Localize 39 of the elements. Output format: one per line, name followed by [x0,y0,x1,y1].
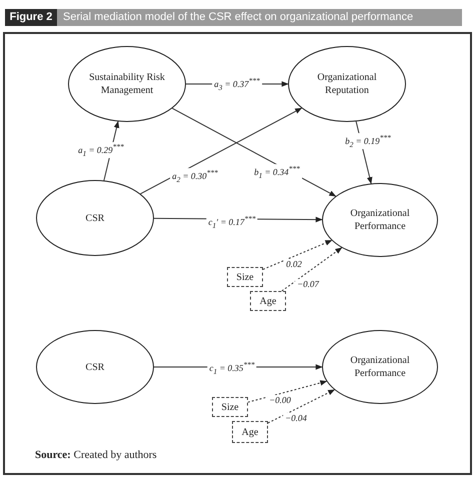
node-label: Organizational Performance [349,207,411,233]
construct-ellipse [36,180,154,256]
edge-label: a$_{2}$ = 0.30$^{***}$ [170,168,220,184]
dotted-arrow [262,240,332,270]
dotted-arrow [281,247,342,292]
edge-label: c$_{1}$ = 0.35$^{***}$ [207,360,257,376]
node-label: CSR [86,360,104,374]
figure-label: Figure 2 [5,9,57,26]
dotted-arrow [248,380,328,403]
node-label: Organizational Reputation [316,71,378,97]
edge-label: c$_{1}$′ = 0.17$^{***}$ [206,214,258,230]
control-variable-box [212,397,248,417]
source-note: Source: Created by authors [35,449,157,461]
edge-label: 0.02 [284,259,304,269]
node-label: CSR [86,212,104,224]
node-label: Age [242,426,258,438]
title-bar: Serial mediation model of the CSR effect on organizational performance [57,9,462,26]
construct-ellipse [322,183,438,257]
dotted-arrow [268,389,335,424]
node-label: Size [221,400,239,414]
edge-label: b$_{2}$ = 0.19$^{***}$ [343,133,393,149]
control-variable-box [250,291,286,311]
control-variable-box [227,267,263,287]
construct-ellipse [288,46,406,122]
edge-label: −0.07 [295,279,321,289]
construct-ellipse [322,330,438,404]
control-variable-box [232,421,268,443]
edge-label: a$_{3}$ = 0.37$^{***}$ [212,76,262,92]
construct-ellipse [68,46,186,122]
node-label: Sustainability Risk Management [88,71,166,97]
node-label: Size [236,270,254,284]
edge-label: −0.04 [283,413,309,423]
construct-ellipse [36,330,154,404]
edge-label: a$_{1}$ = 0.29$^{***}$ [76,142,126,158]
node-label: Organizational Performance [349,354,411,380]
arrow [140,108,302,194]
node-label: Age [260,294,276,308]
edge-label: −0.00 [267,395,293,405]
edge-label: b$_{1}$ = 0.34$^{***}$ [252,164,302,180]
